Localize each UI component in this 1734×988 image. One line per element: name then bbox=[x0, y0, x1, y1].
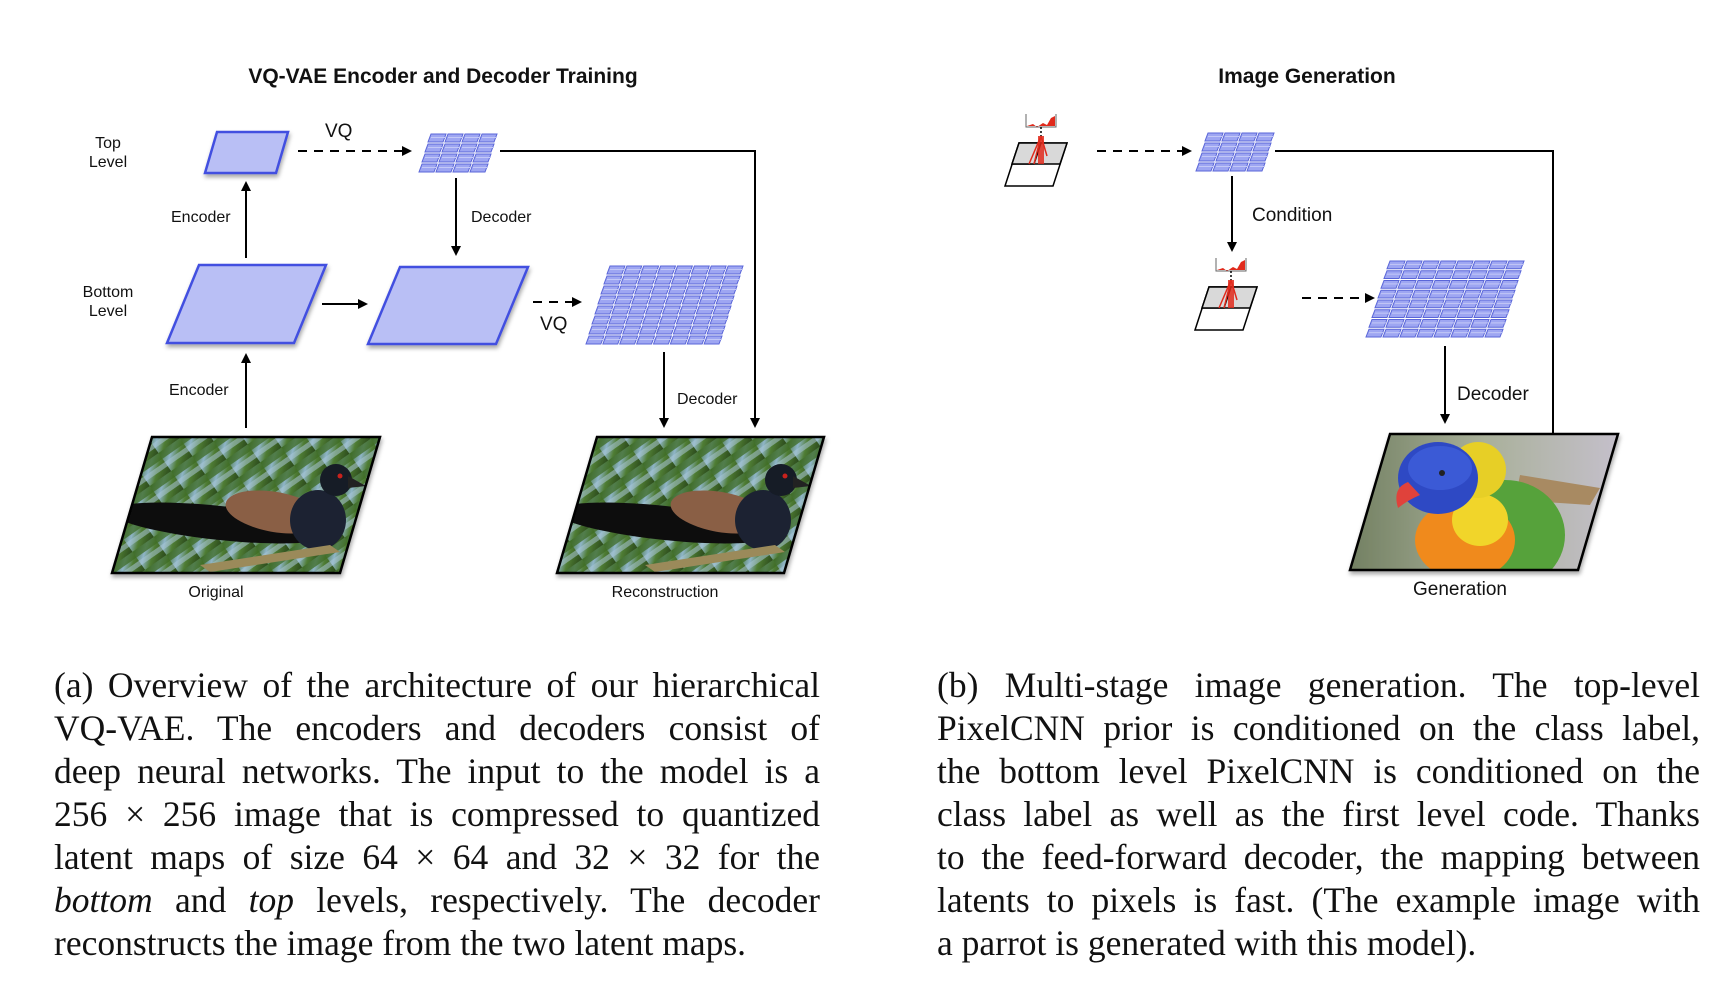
caption-text: class label as well as the first level c… bbox=[937, 794, 1700, 834]
caption-text: deep neural networks. The input to the m… bbox=[54, 751, 820, 791]
decoder-label-generation: Decoder bbox=[1457, 384, 1529, 405]
caption-text: the bottom level PixelCNN is conditioned… bbox=[937, 751, 1700, 791]
vq-label-top: VQ bbox=[325, 121, 353, 142]
bottom-decoded-feature bbox=[366, 265, 530, 346]
pixelcnn-prior-icon-bottom bbox=[1193, 258, 1259, 331]
row-label-top-line2: Level bbox=[88, 154, 128, 171]
original-label: Original bbox=[188, 584, 244, 601]
row-label-bottom: Bottom Level bbox=[83, 283, 134, 321]
caption-b: (b) Multi-stage image generation. The to… bbox=[937, 664, 1700, 965]
row-label-bottom-line2: Level bbox=[88, 303, 128, 320]
caption-line: class label as well as the first level c… bbox=[937, 793, 1700, 836]
caption-emphasis: bottom bbox=[54, 880, 153, 920]
bottom-encoder-output bbox=[165, 263, 328, 345]
caption-text: latents to pixels is fast. (The example … bbox=[937, 880, 1700, 920]
caption-text: 256 × 256 image that is compressed to qu… bbox=[54, 794, 820, 834]
row-label-bottom-line1: Bottom bbox=[82, 284, 134, 301]
caption-line: bottom and top levels, respectively. The… bbox=[54, 879, 820, 922]
bottom-latent-grid bbox=[585, 265, 744, 345]
caption-line: to the feed-forward decoder, the mapping… bbox=[937, 836, 1700, 879]
original-image bbox=[110, 435, 382, 575]
figure-b-title: Image Generation bbox=[1218, 65, 1396, 88]
reconstruction-label: Reconstruction bbox=[611, 584, 719, 601]
caption-line: latents to pixels is fast. (The example … bbox=[937, 879, 1700, 922]
top-code-connector-generation bbox=[1275, 150, 1554, 434]
caption-text: a parrot is generated with this model). bbox=[937, 923, 1477, 963]
caption-emphasis: top bbox=[248, 880, 294, 920]
caption-text: and bbox=[152, 880, 249, 920]
caption-text: (a) Overview of the architecture of our … bbox=[54, 665, 820, 705]
generation-label: Generation bbox=[1412, 579, 1508, 600]
caption-line: a parrot is generated with this model). bbox=[937, 922, 1700, 965]
reconstruction-image bbox=[555, 435, 826, 575]
caption-text: VQ-VAE. The encoders and decoders consis… bbox=[54, 708, 820, 748]
caption-text: reconstructs the image from the two late… bbox=[54, 923, 747, 963]
caption-line: reconstructs the image from the two late… bbox=[54, 922, 820, 965]
condition-label: Condition bbox=[1252, 205, 1333, 226]
figure-a-title: VQ-VAE Encoder and Decoder Training bbox=[248, 65, 638, 88]
decoder-label-top: Decoder bbox=[471, 209, 532, 226]
caption-text: levels, respectively. The decoder bbox=[293, 880, 820, 920]
row-label-top: Top Level bbox=[89, 134, 127, 172]
generated-bottom-latent-grid bbox=[1365, 260, 1525, 338]
generation-image bbox=[1348, 432, 1620, 572]
caption-text: PixelCNN prior is conditioned on the cla… bbox=[937, 708, 1700, 748]
caption-line: PixelCNN prior is conditioned on the cla… bbox=[937, 707, 1700, 750]
caption-line: VQ-VAE. The encoders and decoders consis… bbox=[54, 707, 820, 750]
caption-text: to the feed-forward decoder, the mapping… bbox=[937, 837, 1700, 877]
caption-line: latent maps of size 64 × 64 and 32 × 32 … bbox=[54, 836, 820, 879]
top-code-connector bbox=[500, 150, 760, 428]
caption-text: (b) Multi-stage image generation. The to… bbox=[937, 665, 1700, 705]
caption-line: the bottom level PixelCNN is conditioned… bbox=[937, 750, 1700, 793]
decoder-label-bottom: Decoder bbox=[677, 391, 738, 408]
caption-line: (b) Multi-stage image generation. The to… bbox=[937, 664, 1700, 707]
top-latent-grid bbox=[418, 133, 498, 173]
caption-line: 256 × 256 image that is compressed to qu… bbox=[54, 793, 820, 836]
row-label-top-line1: Top bbox=[95, 135, 121, 152]
pixelcnn-prior-icon-top bbox=[1003, 114, 1069, 187]
caption-line: deep neural networks. The input to the m… bbox=[54, 750, 820, 793]
generated-top-latent-grid bbox=[1195, 132, 1275, 172]
vq-label-bottom: VQ bbox=[540, 314, 568, 335]
caption-line: (a) Overview of the architecture of our … bbox=[54, 664, 820, 707]
top-encoder-output bbox=[203, 130, 290, 175]
caption-a: (a) Overview of the architecture of our … bbox=[54, 664, 820, 965]
encoder-label-bottom: Encoder bbox=[169, 382, 229, 399]
encoder-label-top: Encoder bbox=[171, 209, 231, 226]
caption-text: latent maps of size 64 × 64 and 32 × 32 … bbox=[54, 837, 820, 877]
